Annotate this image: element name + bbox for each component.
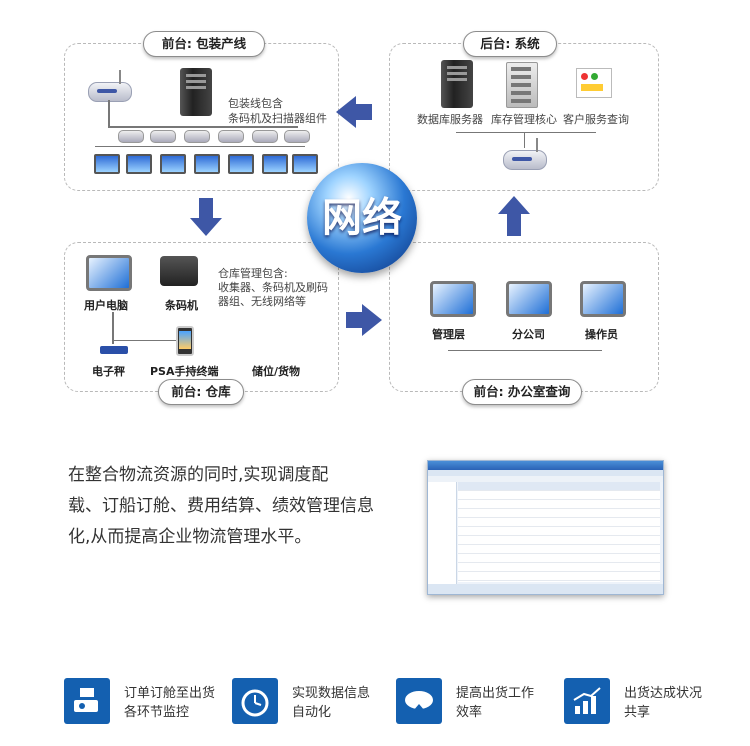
paragraph-line-3: 化,从而提高企业物流管理水平。 bbox=[68, 527, 312, 547]
connector-line bbox=[448, 350, 602, 351]
arrow-up-icon bbox=[498, 196, 530, 236]
connector-line bbox=[95, 146, 305, 147]
feature-4-line1: 出货达成状况 bbox=[624, 686, 703, 701]
feature-3-line2: 效率 bbox=[456, 705, 483, 720]
software-screenshot bbox=[427, 460, 664, 595]
cloud-upload-icon bbox=[396, 678, 442, 724]
office-panel bbox=[389, 242, 659, 392]
database-server-icon bbox=[441, 60, 473, 108]
backend-item-inventory: 库存管理核心 bbox=[491, 113, 557, 126]
hub-icon bbox=[284, 130, 310, 143]
camera-monitor-icon bbox=[64, 678, 110, 724]
arrow-right-icon bbox=[346, 304, 382, 336]
packing-desc-2: 条码机及扫描器组件 bbox=[228, 112, 327, 125]
operator-pc-icon bbox=[580, 281, 626, 317]
connector-line bbox=[108, 100, 110, 128]
office-item-branch: 分公司 bbox=[512, 328, 545, 341]
scale-icon bbox=[100, 346, 128, 354]
device-user-pc: 用户电脑 bbox=[84, 299, 128, 312]
connector-line bbox=[456, 132, 596, 133]
connector-line bbox=[112, 312, 114, 344]
flow-arrows bbox=[190, 96, 530, 336]
arrow-left-icon bbox=[336, 96, 372, 128]
paragraph-line-1: 在整合物流资源的同时,实现调度配 bbox=[68, 465, 329, 485]
hub-icon bbox=[150, 130, 176, 143]
feature-2-line2: 自动化 bbox=[292, 705, 332, 720]
packing-desc-1: 包装线包含 bbox=[228, 97, 283, 110]
feature-3-line1: 提高出货工作 bbox=[456, 686, 535, 701]
alarm-clock-icon bbox=[232, 678, 278, 724]
office-item-operator: 操作员 bbox=[585, 328, 618, 341]
network-globe: 网络 bbox=[307, 163, 417, 273]
terminal-icon bbox=[262, 154, 288, 174]
backend-panel-title: 后台: 系统 bbox=[463, 31, 557, 57]
backend-item-db: 数据库服务器 bbox=[417, 113, 483, 126]
office-panel-title: 前台: 办公室查询 bbox=[462, 379, 582, 405]
device-barcode-printer: 条码机 bbox=[165, 299, 198, 312]
warehouse-desc-3: 器组、无线网络等 bbox=[218, 295, 306, 308]
intro-paragraph: 在整合物流资源的同时,实现调度配 载、订船订舱、费用结算、绩效管理信息 化,从而… bbox=[68, 460, 388, 553]
packing-panel-title: 前台: 包装产线 bbox=[143, 31, 265, 57]
feature-1-line1: 订单订舱至出货 bbox=[124, 686, 216, 701]
barcode-printer-icon bbox=[160, 256, 198, 286]
router-icon bbox=[88, 70, 132, 102]
backend-item-customer: 客户服务查询 bbox=[563, 113, 629, 126]
inventory-rack-icon bbox=[506, 62, 538, 108]
paragraph-line-2: 载、订船订舱、费用结算、绩效管理信息 bbox=[68, 496, 374, 516]
office-item-management: 管理层 bbox=[432, 328, 465, 341]
warehouse-desc-1: 仓库管理包含: bbox=[218, 267, 288, 280]
connector-line bbox=[108, 126, 298, 128]
handheld-terminal-icon bbox=[176, 326, 194, 356]
connector-line bbox=[524, 132, 525, 148]
feature-2-line1: 实现数据信息 bbox=[292, 686, 371, 701]
arrow-down-icon bbox=[190, 198, 222, 236]
server-icon bbox=[180, 68, 212, 116]
terminal-icon bbox=[126, 154, 152, 174]
terminal-icon bbox=[94, 154, 120, 174]
growth-chart-icon bbox=[564, 678, 610, 724]
router-icon bbox=[503, 138, 547, 170]
feature-4-text: 出货达成状况 共享 bbox=[624, 684, 702, 722]
device-storage: 储位/货物 bbox=[252, 365, 301, 378]
device-handheld: PSA手持终端 bbox=[150, 365, 219, 378]
terminal-icon bbox=[228, 154, 254, 174]
hub-icon bbox=[252, 130, 278, 143]
feature-1-line2: 各环节监控 bbox=[124, 705, 190, 720]
customer-query-icon bbox=[576, 68, 612, 98]
globe-label: 网络 bbox=[322, 195, 402, 241]
hub-icon bbox=[118, 130, 144, 143]
feature-3-text: 提高出货工作 效率 bbox=[456, 684, 534, 722]
feature-4-line2: 共享 bbox=[624, 705, 651, 720]
hub-icon bbox=[218, 130, 244, 143]
device-scale: 电子秤 bbox=[92, 365, 125, 378]
terminal-icon bbox=[160, 154, 186, 174]
warehouse-panel-title: 前台: 仓库 bbox=[158, 379, 244, 405]
connector-line bbox=[112, 340, 182, 341]
warehouse-desc-2: 收集器、条码机及刷码 bbox=[218, 281, 328, 294]
branch-pc-icon bbox=[506, 281, 552, 317]
terminal-icon bbox=[292, 154, 318, 174]
feature-2-text: 实现数据信息 自动化 bbox=[292, 684, 370, 722]
hub-icon bbox=[184, 130, 210, 143]
feature-1-text: 订单订舱至出货 各环节监控 bbox=[124, 684, 215, 722]
terminal-icon bbox=[194, 154, 220, 174]
management-pc-icon bbox=[430, 281, 476, 317]
user-pc-icon bbox=[86, 255, 132, 291]
